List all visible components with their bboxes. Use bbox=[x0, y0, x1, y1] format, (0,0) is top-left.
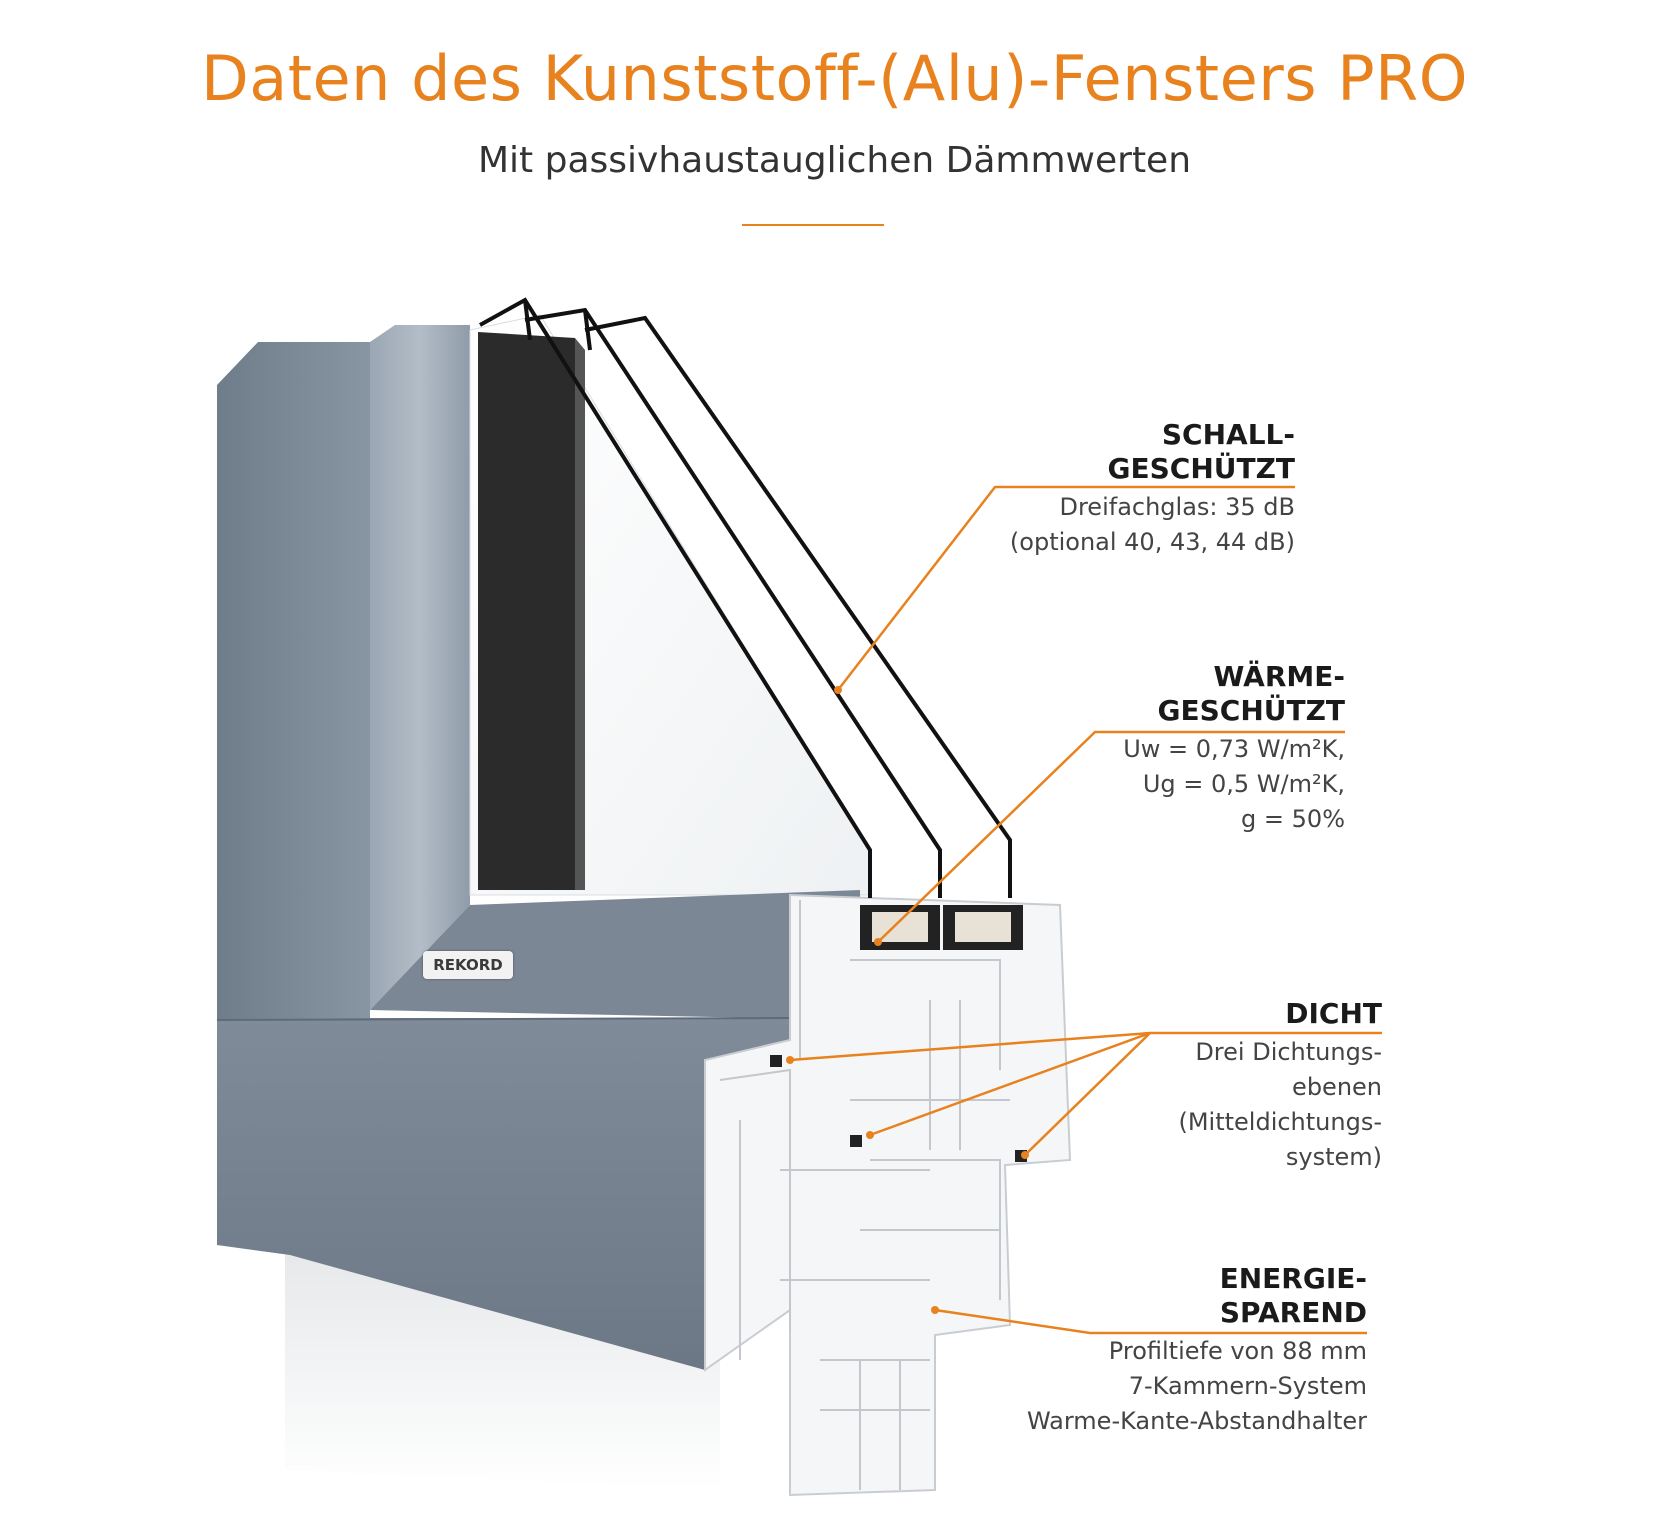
glass-pane-1 bbox=[479, 297, 872, 898]
brand-badge: REKORD bbox=[423, 951, 513, 979]
leader-dicht-2 bbox=[869, 1031, 1151, 1137]
feature-description: Dreifachglas: 35 dB (optional 40, 43, 44… bbox=[1009, 493, 1295, 556]
feature-dicht: DICHT Drei Dichtungs- ebenen (Mitteldich… bbox=[1178, 997, 1382, 1175]
page-title: Daten des Kunststoff-(Alu)-Fensters PRO bbox=[200, 42, 1469, 115]
sash-horizontal bbox=[370, 890, 860, 1020]
leader-waerme bbox=[877, 730, 1345, 943]
feature-schall: SCHALL- GESCHÜTZT Dreifachglas: 35 dB (o… bbox=[1010, 418, 1295, 560]
feature-description: Drei Dichtungs- ebenen (Mitteldichtungs-… bbox=[1178, 1038, 1382, 1171]
feature-heading: ENERGIE- SPAREND bbox=[1219, 1262, 1367, 1329]
sash-vertical bbox=[370, 325, 470, 1010]
leader-energie bbox=[934, 1308, 1367, 1335]
outer-frame-bottom bbox=[217, 1018, 790, 1370]
feature-description: Profiltiefe von 88 mm 7-Kammern-System W… bbox=[1026, 1337, 1367, 1435]
feature-energie: ENERGIE- SPAREND Profiltiefe von 88 mm 7… bbox=[1027, 1262, 1367, 1439]
title-divider bbox=[742, 224, 884, 226]
dark-spacer-strip bbox=[478, 332, 575, 890]
glass-pane-2 bbox=[524, 307, 942, 898]
feature-heading: SCHALL- GESCHÜTZT bbox=[1107, 418, 1296, 485]
leader-schall bbox=[837, 485, 1295, 691]
page-subtitle: Mit passivhaustauglichen Dämmwerten bbox=[477, 140, 1192, 181]
feature-description: Uw = 0,73 W/m²K, Ug = 0,5 W/m²K, g = 50% bbox=[1123, 735, 1345, 833]
glass-pane-3 bbox=[584, 315, 1012, 898]
feature-heading: WÄRME- GESCHÜTZT bbox=[1157, 660, 1346, 727]
leader-dicht-3 bbox=[1024, 1032, 1151, 1156]
outer-frame-left bbox=[217, 342, 370, 1020]
feature-heading: DICHT bbox=[1285, 997, 1382, 1030]
feature-waerme: WÄRME- GESCHÜTZT Uw = 0,73 W/m²K, Ug = 0… bbox=[1123, 660, 1345, 837]
